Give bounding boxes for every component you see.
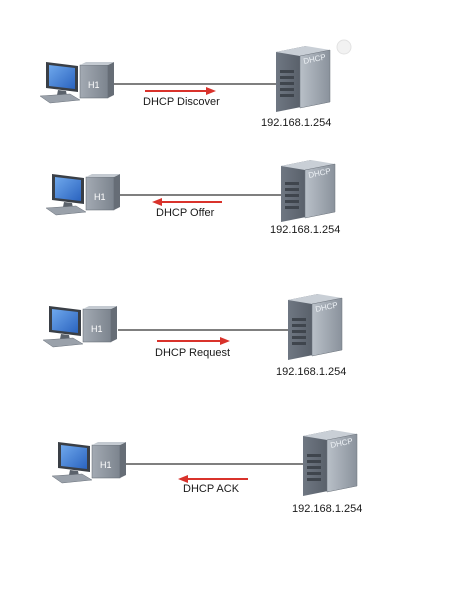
host-label: H1 <box>91 324 103 334</box>
message-label: DHCP Request <box>155 347 230 359</box>
monitor-screen <box>49 65 75 89</box>
host-label: H1 <box>94 192 106 202</box>
monitor-screen <box>52 309 78 333</box>
host-label: H1 <box>88 80 100 90</box>
host-pc: H1 <box>45 174 120 216</box>
step-ack: H1 DHCP ACK DHCP 192.168.1.254 <box>51 430 362 515</box>
message-label: DHCP ACK <box>183 483 240 495</box>
server-ip: 192.168.1.254 <box>270 224 340 236</box>
dhcp-server: DHCP <box>303 430 358 496</box>
step-offer: H1 DHCP Offer DHCP 192.168.1.254 <box>45 160 340 236</box>
step-request: H1 DHCP Request DHCP 192.168.1.254 <box>42 294 346 378</box>
monitor-screen <box>61 445 87 469</box>
arrow-to-client <box>152 198 222 206</box>
arrow-to-server <box>157 337 230 345</box>
host-label: H1 <box>100 460 112 470</box>
server-ip: 192.168.1.254 <box>292 503 362 515</box>
step-discover: H1 DHCP Discover DHCP 192.168.1.254 <box>39 46 331 129</box>
arrow-to-client <box>178 475 248 483</box>
monitor-screen <box>55 177 81 201</box>
dhcp-server: DHCP <box>281 160 336 222</box>
host-pc: H1 <box>39 62 114 104</box>
arrow-to-server <box>145 87 216 95</box>
server-ip: 192.168.1.254 <box>261 117 331 129</box>
dhcp-server: DHCP <box>276 46 331 112</box>
host-pc: H1 <box>42 306 117 348</box>
host-pc: H1 <box>51 442 126 484</box>
message-label: DHCP Offer <box>156 207 215 219</box>
decorative-dot <box>336 39 352 55</box>
dhcp-server: DHCP <box>288 294 343 360</box>
message-label: DHCP Discover <box>143 96 220 108</box>
server-ip: 192.168.1.254 <box>276 366 346 378</box>
